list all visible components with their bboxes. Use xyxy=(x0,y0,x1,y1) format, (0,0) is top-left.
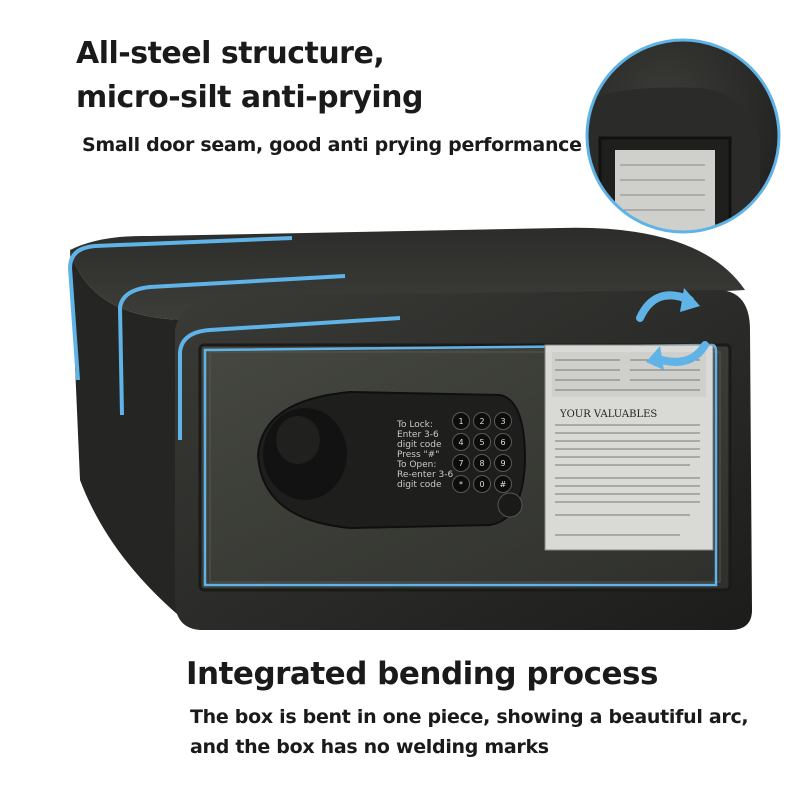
keypad-instructions: To Lock: Enter 3-6 digit code Press "#" … xyxy=(397,420,457,490)
rotate-arrows-icon xyxy=(636,288,709,370)
keypad-key[interactable]: 3 xyxy=(494,412,512,430)
keypad-key[interactable]: 5 xyxy=(473,433,491,451)
keypad-key[interactable]: 9 xyxy=(494,454,512,472)
card-heading: YOUR VALUABLES xyxy=(559,409,657,420)
keypad-key[interactable]: 4 xyxy=(452,433,470,451)
instruction-line: Press "#" xyxy=(397,450,440,460)
bend-arc-1 xyxy=(67,236,293,381)
instruction-line: digit code xyxy=(397,480,442,490)
bend-arc-3 xyxy=(178,316,401,440)
process-description: The box is bent in one piece, showing a … xyxy=(190,706,749,758)
instruction-line: To Lock: xyxy=(397,420,433,430)
keypad-key[interactable]: 6 xyxy=(494,433,512,451)
instruction-line: Re-enter 3-6 xyxy=(397,470,454,480)
feature-subtitle: Small door seam, good anti prying perfor… xyxy=(82,134,582,156)
instruction-line: To Open: xyxy=(397,460,437,470)
keypad-key[interactable]: 8 xyxy=(473,454,491,472)
bend-arc-2 xyxy=(117,274,346,416)
safe-side xyxy=(70,250,190,625)
keypad-key[interactable]: 7 xyxy=(452,454,470,472)
instruction-line: digit code xyxy=(397,440,442,450)
process-title: Integrated bending process xyxy=(186,656,658,692)
keypad-key[interactable]: 0 xyxy=(473,475,491,493)
feature-title-line1: All-steel structure, xyxy=(76,36,385,71)
keypad-key[interactable]: # xyxy=(494,475,512,493)
knob xyxy=(497,492,523,518)
keypad-key[interactable]: 1 xyxy=(452,412,470,430)
keypad-key[interactable]: 2 xyxy=(473,412,491,430)
keypad-key[interactable]: * xyxy=(452,475,470,493)
feature-title-line2: micro-silt anti-prying xyxy=(76,80,424,115)
zoom-detail xyxy=(587,40,779,232)
instruction-line: Enter 3-6 xyxy=(397,430,439,440)
